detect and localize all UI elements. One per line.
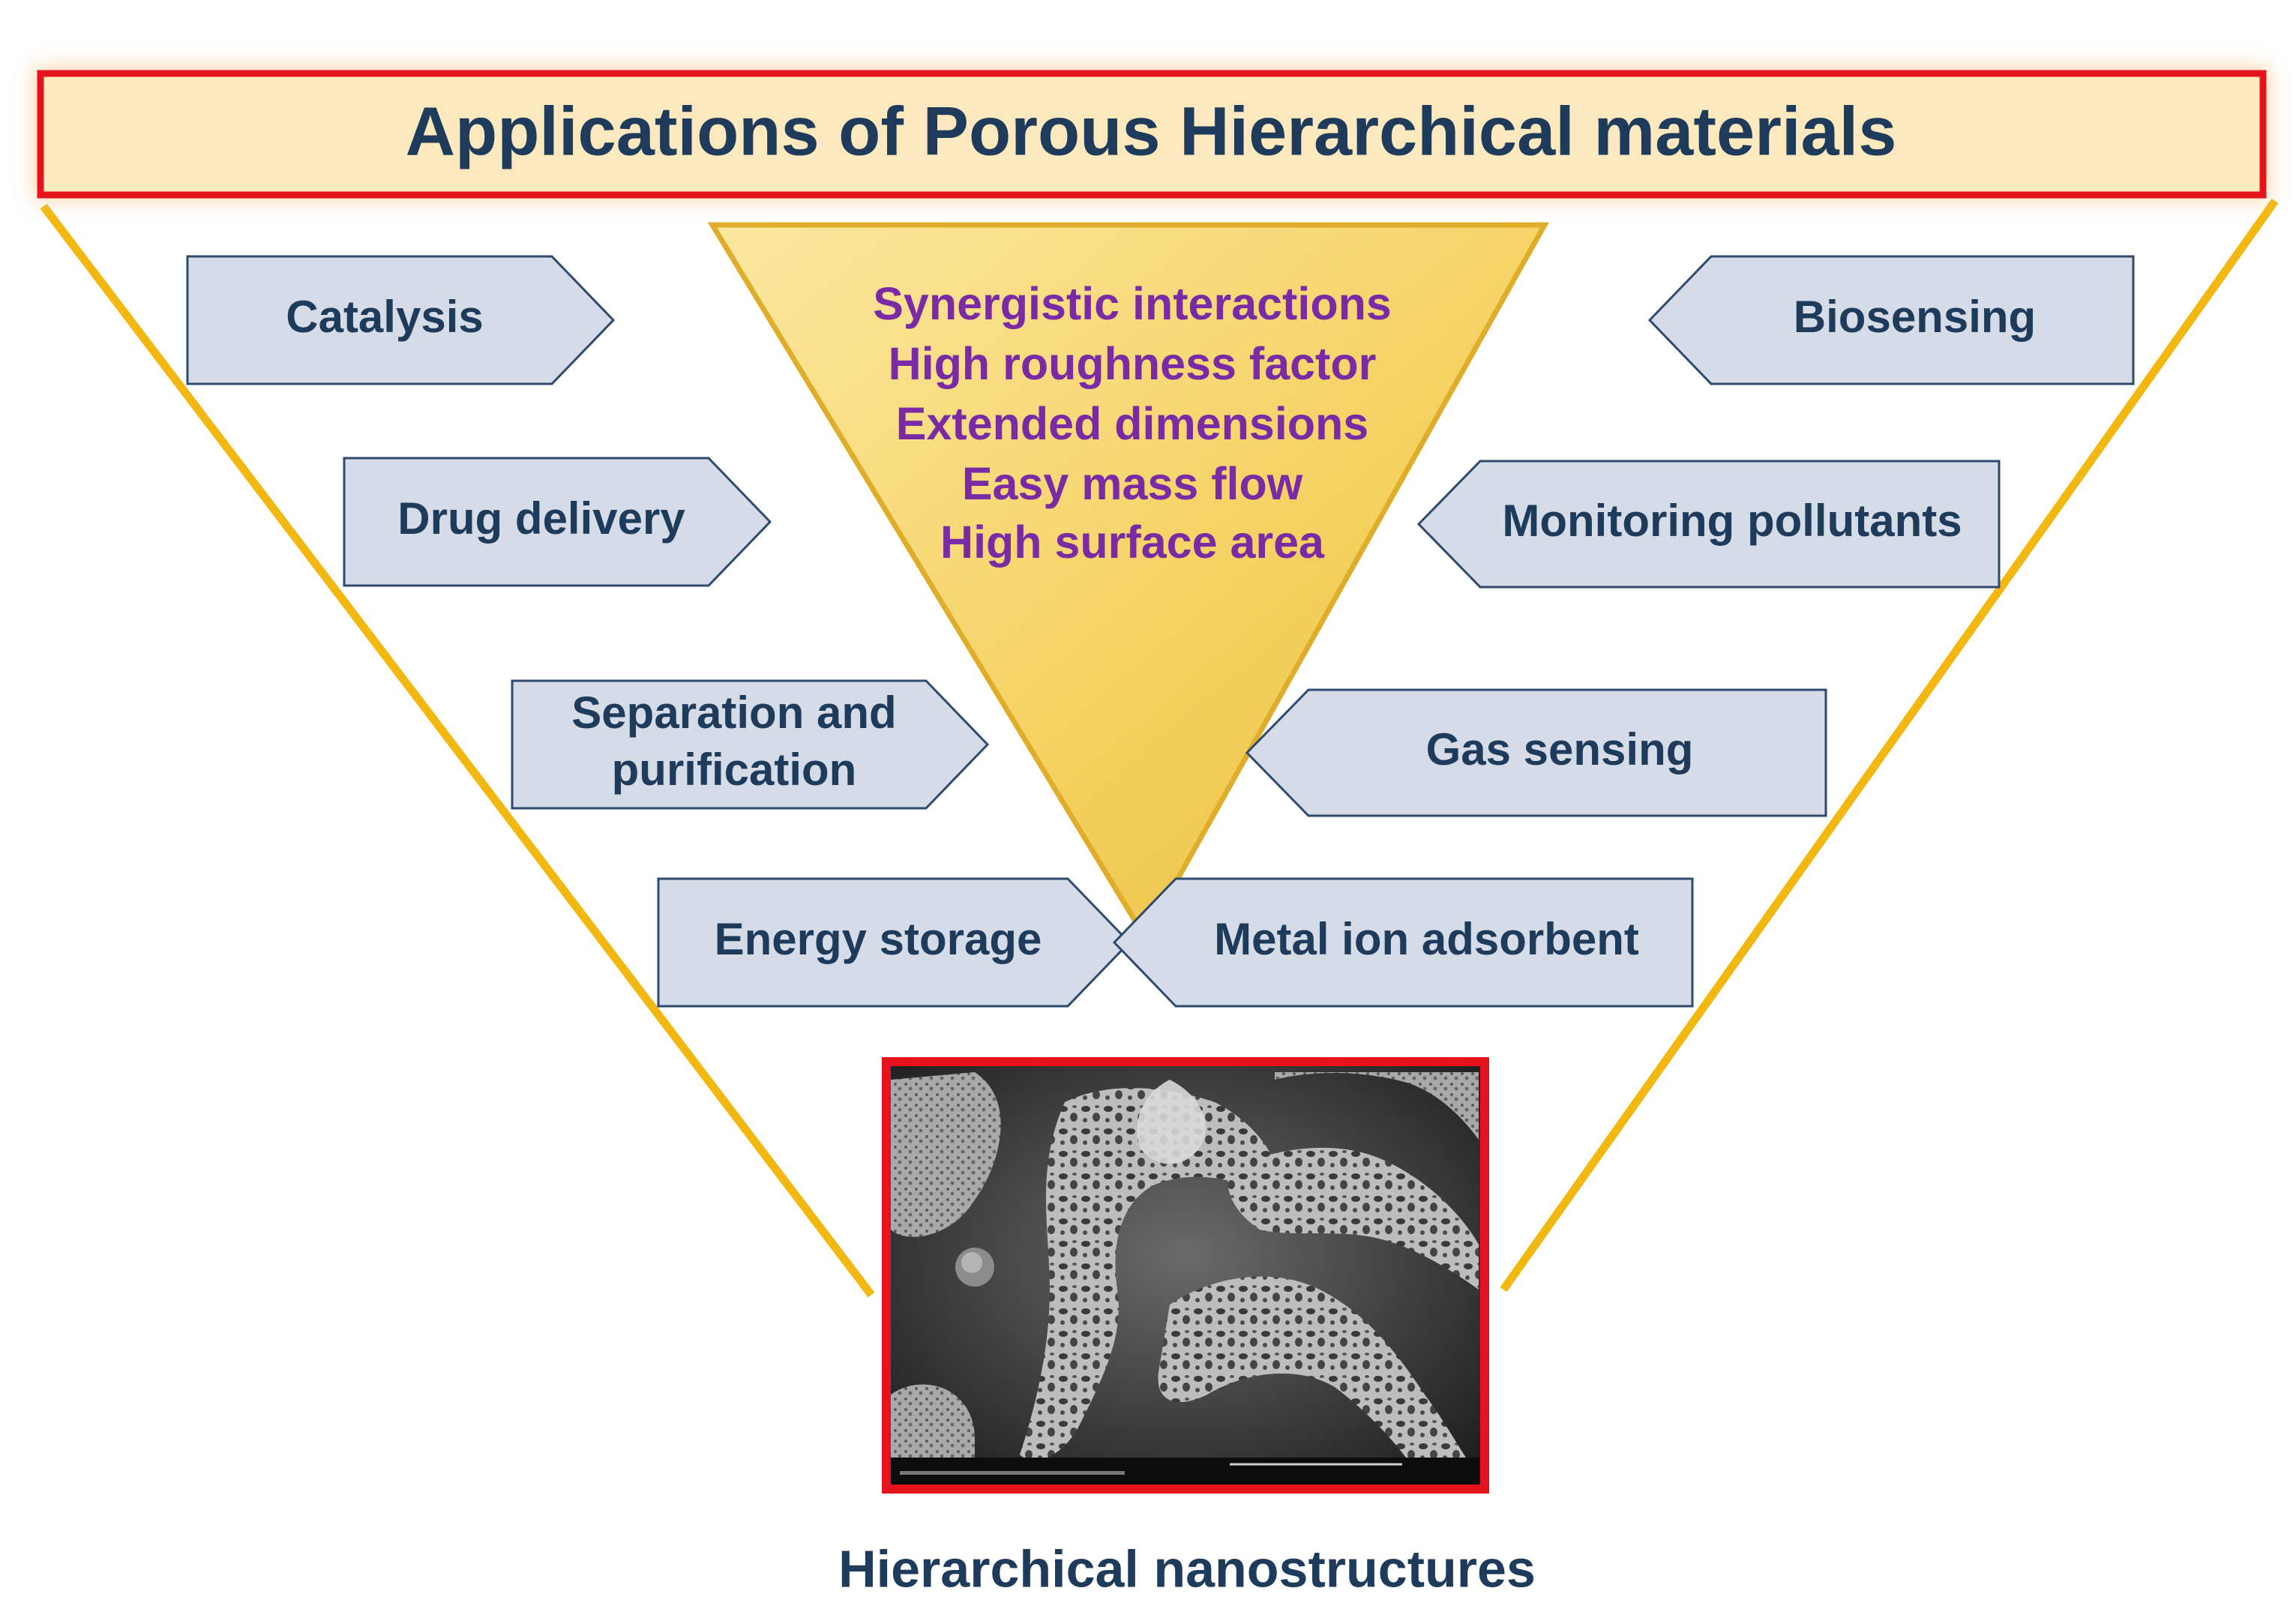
image-caption: Hierarchical nanostructures [838,1539,1536,1598]
application-monitoring-pollutants: Monitoring pollutants [1416,460,2001,589]
application-box-shape [657,877,1132,1008]
application-box-shape [1245,688,1827,817]
application-gas-sensing: Gas sensing [1245,688,1827,817]
application-label: Monitoring pollutants [1502,496,1962,546]
application-label: Drug delivery [397,493,685,544]
application-box-shape [1112,877,1694,1008]
feature-5: High surface area [940,517,1325,568]
sem-micrograph [882,1057,1489,1494]
features-triangle [707,222,1549,942]
title-banner [37,70,2267,199]
application-metal-ion-adsorbent: Metal ion adsorbent [1112,877,1694,1008]
application-label: Biosensing [1794,292,2036,342]
feature-1: Synergistic interactions [873,278,1392,329]
application-box-shape [186,255,616,385]
funnel-left-line [40,203,875,1298]
application-drug-delivery: Drug delivery [343,457,772,587]
feature-2: High roughness factor [889,338,1377,389]
application-box-shape [511,679,990,810]
application-label: Gas sensing [1426,724,1694,775]
application-label: Separation and [571,688,896,738]
application-separation-purification: Separation and purification [511,679,990,810]
application-label: Metal ion adsorbent [1214,914,1639,964]
application-label: purification [612,745,857,795]
application-box-shape [1416,460,2001,589]
application-label: Energy storage [715,914,1042,964]
application-box-shape [343,457,772,587]
feature-3: Extended dimensions [896,398,1368,449]
application-box-shape [1647,255,2135,385]
title-text: Applications of Porous Hierarchical mate… [406,93,1897,169]
application-catalysis: Catalysis [186,255,616,385]
application-energy-storage: Energy storage [657,877,1132,1008]
funnel-right-line [1500,198,2279,1293]
feature-4: Easy mass flow [962,458,1303,509]
application-biosensing: Biosensing [1647,255,2135,385]
application-label: Catalysis [286,292,484,342]
